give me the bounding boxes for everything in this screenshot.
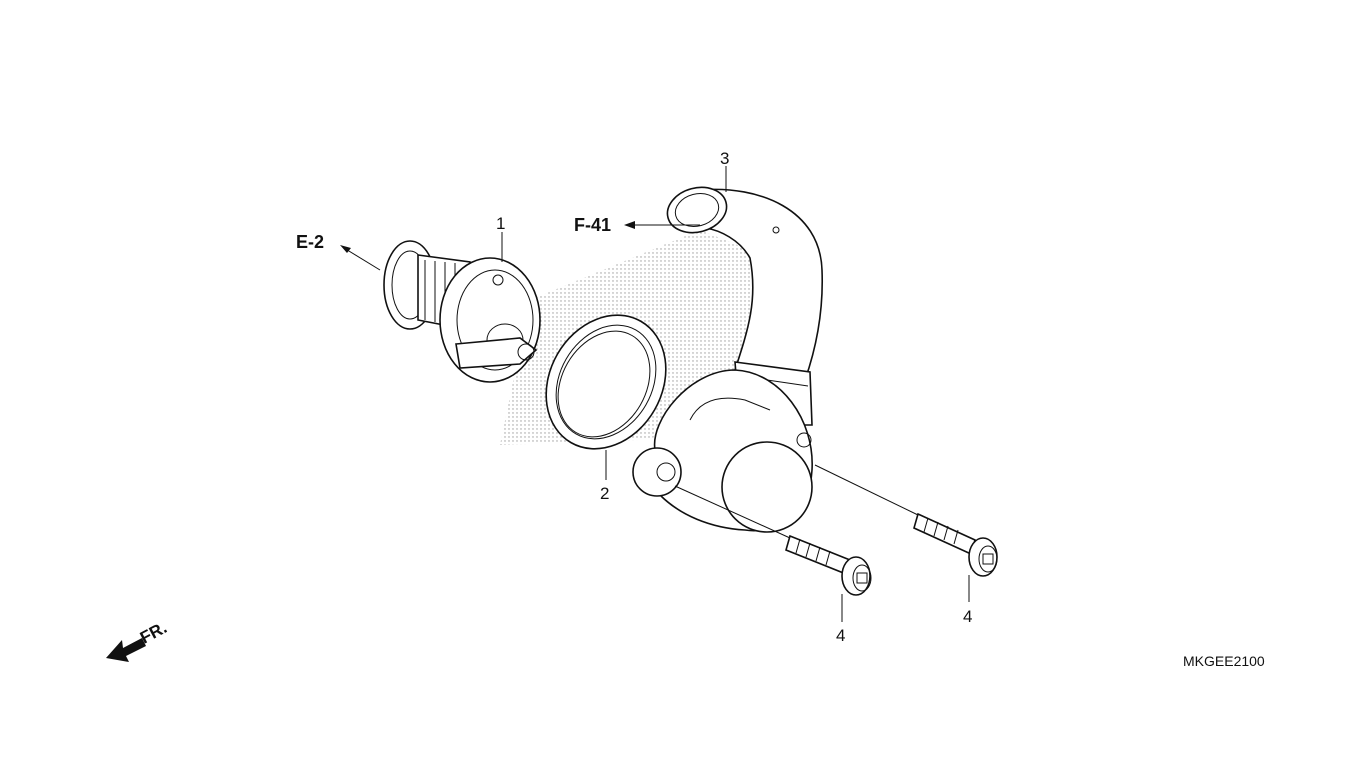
- e2-arrow-line: [343, 247, 381, 271]
- reference-e2[interactable]: E-2: [296, 232, 324, 252]
- diagram-code: MKGEE2100: [1183, 653, 1265, 669]
- f41-arrow-head: [624, 221, 635, 229]
- bolt-left-part[interactable]: [785, 534, 872, 596]
- e2-arrow-head: [340, 245, 351, 253]
- o-ring-part[interactable]: [523, 293, 690, 470]
- callout-2: 2: [600, 484, 609, 503]
- callout-4-left: 4: [836, 626, 845, 645]
- thermostat-cover-part[interactable]: [632, 181, 824, 533]
- bolt-right-part[interactable]: [913, 512, 998, 577]
- thermostat-part[interactable]: [383, 240, 541, 383]
- callout-4-right: 4: [963, 607, 972, 626]
- bolt-left-axis-line: [674, 485, 791, 539]
- reference-f41[interactable]: F-41: [574, 215, 611, 235]
- callout-1: 1: [496, 214, 505, 233]
- front-direction-indicator: FR.: [106, 618, 170, 662]
- front-arrow-icon: [106, 638, 146, 662]
- bolt-right-axis-line: [814, 464, 919, 516]
- callout-3: 3: [720, 149, 729, 168]
